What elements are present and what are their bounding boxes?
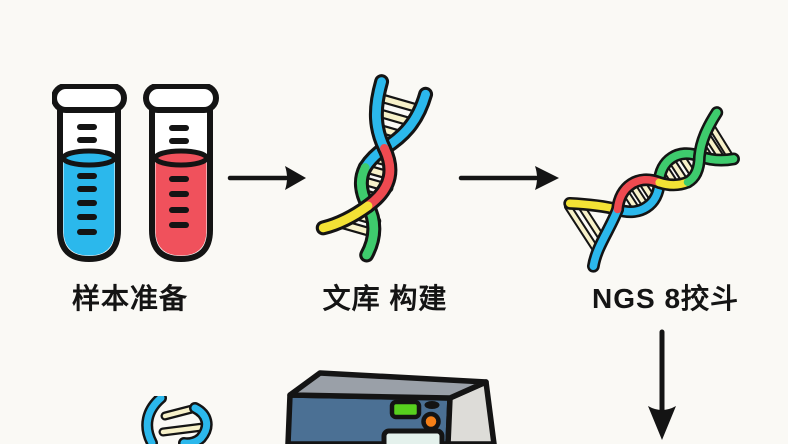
arrow-head — [285, 166, 306, 190]
power-led — [389, 399, 422, 420]
tube-rim — [143, 84, 219, 113]
test-tube-red — [143, 84, 219, 262]
tube-liquid — [63, 158, 115, 256]
arrow-head — [648, 406, 676, 440]
machine-screen — [381, 428, 445, 444]
dna-helix-diagonal-icon — [563, 106, 740, 273]
tube-liquid — [155, 158, 207, 256]
power-button — [421, 411, 441, 432]
machine-top-panel — [287, 370, 489, 401]
arrow-head — [535, 166, 559, 190]
arrow-down-icon — [648, 329, 676, 440]
dna-strand-a — [586, 106, 724, 273]
step-label-sample-prep: 样本准备 — [71, 283, 188, 314]
test-tube-blue — [52, 84, 127, 262]
sequencer-machine-icon — [285, 370, 497, 444]
arrow-right-icon — [458, 166, 559, 190]
dna-rungs — [158, 404, 208, 437]
dna-fragment-icon — [141, 396, 213, 444]
dna-helix-icon — [315, 74, 434, 263]
test-tubes-icon — [52, 84, 219, 262]
tick-marks — [77, 124, 97, 235]
vent-dot — [424, 401, 440, 409]
step-label-library-construction: 文库 构建 — [322, 283, 448, 314]
liquid-surface — [153, 148, 209, 168]
step-label-ngs-sequencing: NGS 8挍斗 — [591, 283, 740, 314]
tick-marks — [169, 125, 189, 228]
arrow-right-icon — [227, 166, 306, 190]
liquid-surface — [61, 148, 117, 168]
dna-strand-a — [141, 396, 167, 444]
dna-strand-b — [178, 402, 213, 444]
tube-rim — [52, 84, 127, 113]
dna-strand-a — [315, 74, 398, 236]
